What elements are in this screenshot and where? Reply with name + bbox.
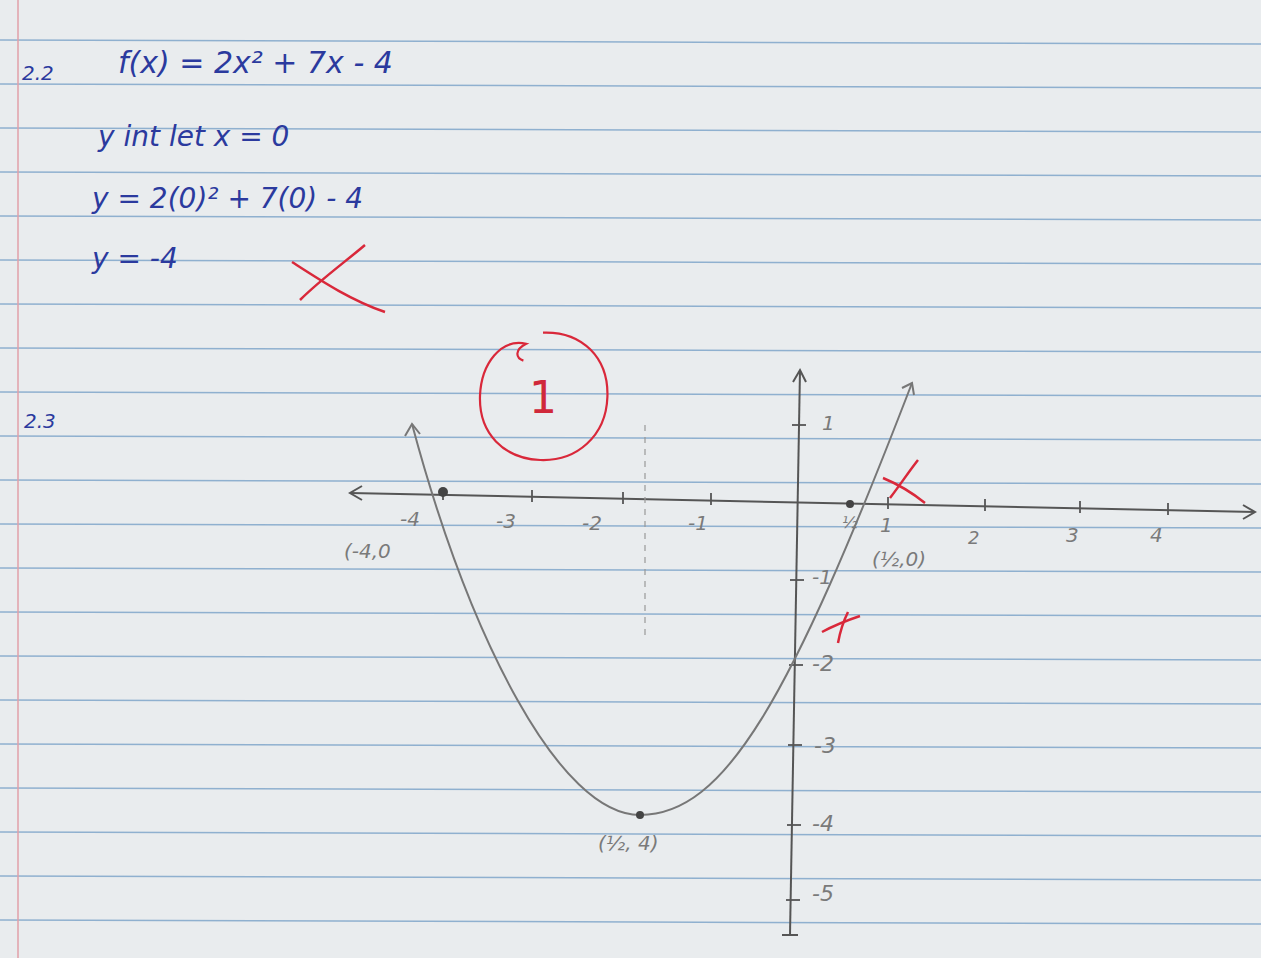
y-tick-label: -1 <box>812 566 832 588</box>
axes <box>350 370 1255 935</box>
curve-arrow <box>902 383 914 395</box>
x-tick-label: 1 <box>880 514 893 536</box>
function-equation: f(x) = 2x² + 7x - 4 <box>118 46 393 79</box>
y-tick-label: -5 <box>812 882 834 906</box>
x-tick-label: 4 <box>1150 524 1163 546</box>
y-tick-label: -3 <box>814 734 836 758</box>
red-cross-marks <box>292 245 925 643</box>
score-circle: 1 <box>473 327 613 467</box>
point-label: (½,0) <box>872 548 926 570</box>
working-line: y int let x = 0 <box>98 122 289 153</box>
plotted-points <box>438 487 854 819</box>
question-number: 2.3 <box>24 410 56 432</box>
point-label: (½, 4) <box>598 832 658 854</box>
parabola <box>412 383 912 815</box>
curve-arrow <box>405 424 420 436</box>
y-tick-label: -2 <box>812 652 834 676</box>
axis-of-symmetry <box>644 425 645 640</box>
x-tick-label: -2 <box>582 512 602 534</box>
tick-marks <box>443 425 1168 900</box>
score-number: 1 <box>529 372 557 423</box>
x-tick-label: -1 <box>688 512 708 534</box>
working-line: y = 2(0)² + 7(0) - 4 <box>92 184 363 215</box>
question-number: 2.2 <box>22 62 54 84</box>
point-label: (-4,0 <box>344 540 391 562</box>
x-tick-label: ½ <box>842 514 858 532</box>
x-tick-label: -4 <box>400 508 420 530</box>
x-tick-label: -3 <box>496 510 516 532</box>
y-tick-label: -4 <box>812 812 834 836</box>
x-tick-label: 2 <box>968 528 979 548</box>
working-line: y = -4 <box>92 244 178 275</box>
x-tick-label: 3 <box>1066 524 1079 546</box>
y-tick-label: 1 <box>822 412 835 434</box>
margin-line <box>17 0 19 958</box>
ruled-lines <box>0 40 1261 924</box>
